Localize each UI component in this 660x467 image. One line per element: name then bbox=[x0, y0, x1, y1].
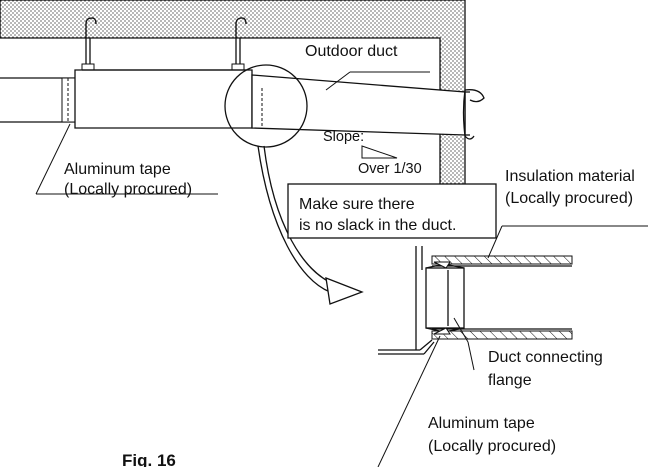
duct-body bbox=[74, 69, 253, 129]
slope-indicator bbox=[361, 145, 398, 159]
slope-value: Over 1/30 bbox=[358, 161, 422, 177]
slope-label: Slope: bbox=[323, 129, 364, 145]
note-box bbox=[287, 183, 497, 239]
aluminum-tape-label-1: Aluminum tape bbox=[64, 161, 171, 178]
outdoor-duct bbox=[251, 74, 485, 140]
insulation-material-label: Insulation material bbox=[505, 168, 635, 185]
note-line-2: is no slack in the duct. bbox=[299, 217, 456, 234]
locally-procured-label-2: (Locally procured) bbox=[505, 190, 633, 207]
detail-arrow bbox=[257, 145, 364, 305]
flange-label: flange bbox=[488, 372, 532, 389]
aluminum-tape-label-2: Aluminum tape bbox=[428, 415, 535, 432]
indoor-duct bbox=[0, 77, 76, 123]
outdoor-duct-label: Outdoor duct bbox=[305, 43, 398, 60]
figure-label: Fig. 16 bbox=[122, 451, 176, 467]
note-line-1: Make sure there bbox=[299, 196, 415, 213]
duct-connecting-label: Duct connecting bbox=[488, 349, 603, 366]
leader-lines bbox=[35, 71, 648, 259]
detail-section bbox=[378, 246, 573, 355]
detail-leader-lines bbox=[377, 317, 475, 467]
locally-procured-label-1: (Locally procured) bbox=[64, 181, 192, 198]
locally-procured-label-3: (Locally procured) bbox=[428, 438, 556, 455]
detail-circle bbox=[224, 64, 308, 148]
hanger-rods bbox=[81, 17, 247, 72]
